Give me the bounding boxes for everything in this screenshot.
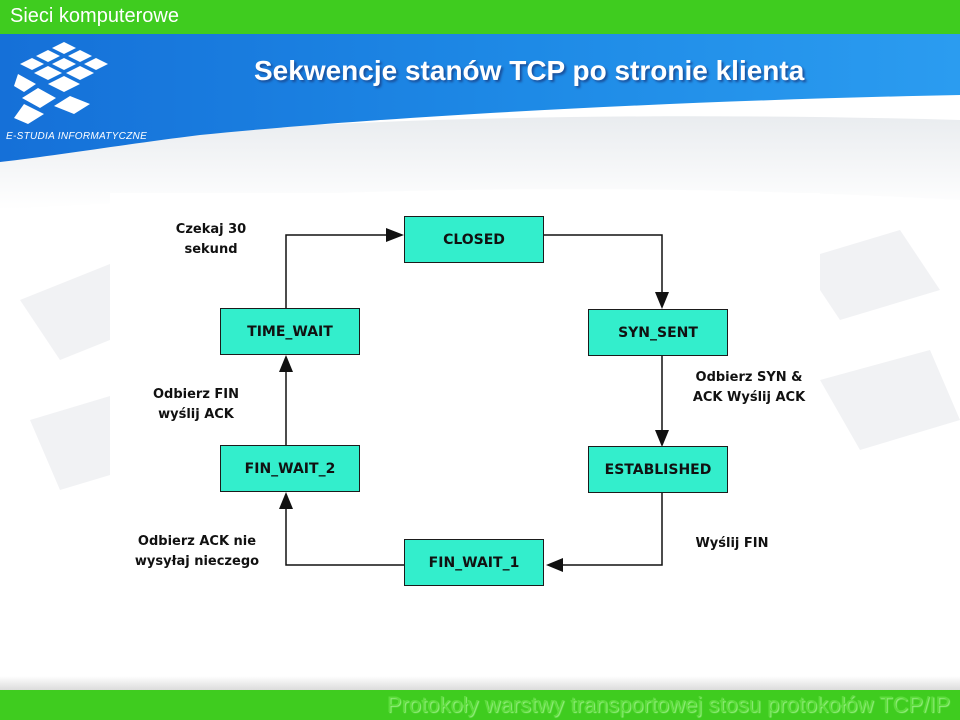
arrowhead-to-fin-wait-2 xyxy=(279,492,293,509)
course-title: Sieci komputerowe xyxy=(10,5,179,27)
state-closed: CLOSED xyxy=(404,216,544,263)
diagram-arrows xyxy=(279,228,669,572)
label-ack-line2: wysyłaj nieczego xyxy=(134,554,260,569)
arrowhead-to-established xyxy=(655,430,669,447)
label-fin-line1: Odbierz FIN xyxy=(152,387,240,402)
label-synack-line2: ACK Wyślij ACK xyxy=(692,390,806,405)
label-wait-30-seconds: Czekaj 30 sekund xyxy=(168,220,254,260)
arrowhead-to-syn-sent xyxy=(655,292,669,309)
footer-text: Protokoły warstwy transportowej stosu pr… xyxy=(386,692,950,717)
label-fin-line2: wyślij ACK xyxy=(158,407,234,422)
logo-text: E-STUDIA INFORMATYCZNE xyxy=(6,131,148,142)
state-fin-wait-1: FIN_WAIT_1 xyxy=(404,539,544,586)
state-syn-sent: SYN_SENT xyxy=(588,309,728,356)
arrowhead-to-fin-wait-1 xyxy=(546,558,563,572)
e-studia-logo-icon xyxy=(14,42,108,124)
label-wait-line2: sekund xyxy=(184,242,238,257)
label-receive-synack: Odbierz SYN & ACK Wyślij ACK xyxy=(682,368,816,408)
label-synack-line1: Odbierz SYN & xyxy=(695,370,803,385)
state-time-wait: TIME_WAIT xyxy=(220,308,360,355)
tcp-state-diagram: CLOSED SYN_SENT ESTABLISHED FIN_WAIT_1 F… xyxy=(110,193,820,600)
slide-title: Sekwencje stanów TCP po stronie klienta xyxy=(254,55,805,86)
arrowhead-to-closed xyxy=(386,228,404,242)
label-send-fin-text: Wyślij FIN xyxy=(695,536,769,551)
label-send-fin: Wyślij FIN xyxy=(682,534,782,554)
label-receive-fin: Odbierz FIN wyślij ACK xyxy=(140,385,252,425)
label-wait-line1: Czekaj 30 xyxy=(175,222,247,237)
arrowhead-to-time-wait xyxy=(279,355,293,372)
state-fin-wait-2: FIN_WAIT_2 xyxy=(220,445,360,492)
label-receive-ack: Odbierz ACK nie wysyłaj nieczego xyxy=(122,532,272,572)
footer-divider xyxy=(0,676,960,690)
state-established: ESTABLISHED xyxy=(588,446,728,493)
label-ack-line1: Odbierz ACK nie xyxy=(137,534,257,549)
bottom-bar xyxy=(0,690,960,720)
top-bar xyxy=(0,0,960,34)
